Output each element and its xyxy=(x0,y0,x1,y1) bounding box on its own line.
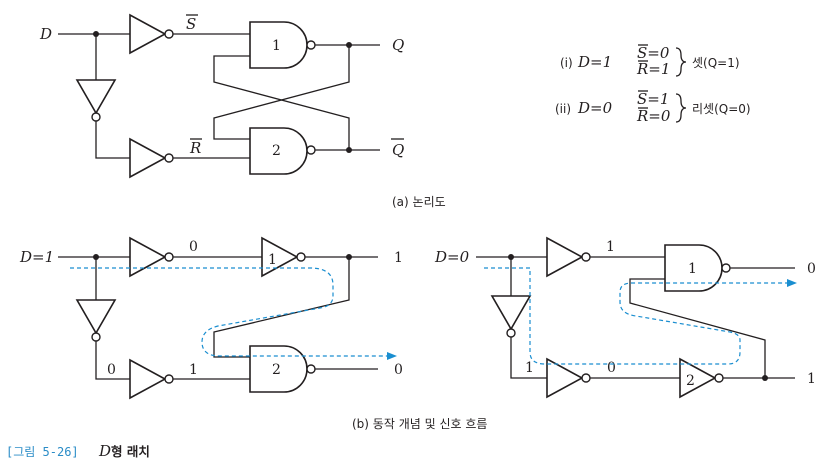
a-lower-inverter-bubble xyxy=(164,153,174,163)
a-lower-inverter xyxy=(129,137,167,179)
a-nand-gate-1-bubble xyxy=(306,40,316,50)
a-vertical-inverter-out-wire xyxy=(95,121,130,159)
a-upper-inverter xyxy=(129,13,167,55)
panel-b-right-diagram: D=0 1 1 0 1 0 2 1 xyxy=(434,236,816,399)
note-2-s-value: S=1 xyxy=(637,90,669,108)
b-left-lower-inverter-bubble xyxy=(164,374,174,384)
a-feedback-qbar-to-gate1 xyxy=(213,55,350,150)
b-right-upper-inverter xyxy=(546,236,584,278)
note-2-condition: D=0 xyxy=(577,99,613,117)
b-right-nand-gate-1-label: 1 xyxy=(688,261,697,277)
caption-b: (b) 동작 개념 및 신호 흐름 xyxy=(352,417,487,431)
b-right-vertical-inverter xyxy=(490,295,532,331)
a-s-bar-label: S xyxy=(186,15,196,33)
figure-number: [그림 5-26] xyxy=(6,445,79,459)
b-left-vertical-inverter-bubble xyxy=(91,332,101,342)
b-left-input-label: D=1 xyxy=(19,248,54,266)
a-feedback-q-to-gate2 xyxy=(213,45,350,140)
a-nand-gate-2 xyxy=(249,127,308,175)
note-1-result: 셋(Q=1) xyxy=(692,56,740,70)
note-1-brace xyxy=(675,47,687,77)
a-vertical-inverter xyxy=(75,79,117,115)
b-right-lower-inv-in-value: 1 xyxy=(525,360,534,376)
b-right-gate-2 xyxy=(679,357,717,399)
note-1-s-value: S=0 xyxy=(637,44,670,62)
note-1-condition: D=1 xyxy=(577,53,612,71)
b-right-upper-inverter-bubble xyxy=(581,252,591,262)
b-right-vertical-inverter-bubble xyxy=(506,328,516,338)
b-right-upper-inv-out-value: 1 xyxy=(606,239,615,255)
b-left-lower-inv-out-value: 1 xyxy=(189,362,198,378)
b-right-input-label: D=0 xyxy=(434,248,470,266)
b-left-signal-flow-path xyxy=(70,267,388,357)
b-left-upper-inverter xyxy=(129,236,167,278)
a-qbar-label: Q xyxy=(392,141,404,159)
b-right-lower-inverter-bubble xyxy=(581,373,591,383)
b-left-lower-inverter xyxy=(129,358,167,400)
panel-a-notes: (i) D=1 S=0 R=1 셋(Q=1) (ii) D=0 S=1 R=0 … xyxy=(555,44,751,125)
figure-title: [그림 5-26] D 형 래치 xyxy=(6,442,150,460)
a-vertical-inverter-bubble xyxy=(91,112,101,122)
b-right-out-top: 0 xyxy=(807,261,816,277)
b-right-out-bottom: 1 xyxy=(807,371,816,387)
figure-title-text: 형 래치 xyxy=(111,444,150,459)
b-left-upper-inv-out-value: 0 xyxy=(189,239,198,255)
note-2-case: (ii) xyxy=(555,102,571,116)
a-nand-gate-1-label: 1 xyxy=(272,38,281,54)
b-left-nand-gate-2-bubble xyxy=(306,364,316,374)
b-left-nand-gate-2-label: 2 xyxy=(272,362,281,378)
b-right-lower-inverter xyxy=(546,357,584,399)
note-2-result: 리셋(Q=0) xyxy=(692,102,751,116)
b-left-out-bottom: 0 xyxy=(394,362,403,378)
b-right-lower-inv-out-value: 0 xyxy=(607,360,616,376)
b-right-nand-gate-1-bubble xyxy=(721,263,731,273)
note-1-case: (i) xyxy=(560,56,573,70)
b-left-gate-1-label: 1 xyxy=(268,252,277,268)
b-left-upper-inverter-bubble xyxy=(164,252,174,262)
note-1-r-value: R=1 xyxy=(636,60,670,78)
note-2-r-value: R=0 xyxy=(636,107,671,125)
a-q-label: Q xyxy=(392,36,404,54)
b-left-out-top: 1 xyxy=(394,250,403,266)
a-input-label: D xyxy=(39,25,52,43)
a-nand-gate-2-bubble xyxy=(306,145,316,155)
b-right-signal-flow-path xyxy=(484,267,788,365)
b-right-gate-2-bubble xyxy=(714,373,724,383)
b-right-feedback-wire xyxy=(629,278,766,378)
b-left-lower-inv-in-value: 0 xyxy=(107,362,116,378)
b-right-gate-2-label: 2 xyxy=(686,373,695,389)
b-left-vertical-inverter xyxy=(75,299,117,335)
figure-title-var: D xyxy=(98,442,111,460)
b-left-gate-1-bubble xyxy=(296,252,306,262)
note-2-brace xyxy=(675,93,687,123)
panel-a-logic-diagram: D S R 1 Q 2 Q xyxy=(39,13,404,179)
caption-a: (a) 논리도 xyxy=(392,195,446,209)
a-r-bar-label: R xyxy=(189,139,201,157)
b-left-feedback-wire xyxy=(213,257,350,358)
a-nand-gate-2-label: 2 xyxy=(272,143,281,159)
b-left-vertical-inverter-out xyxy=(95,341,130,380)
b-right-vertical-inverter-out xyxy=(510,337,547,379)
panel-b-left-diagram: D=1 0 1 1 0 1 2 0 xyxy=(19,236,403,400)
b-left-signal-flow-arrow xyxy=(387,352,397,360)
b-right-signal-flow-arrow xyxy=(787,279,797,287)
b-left-gate-1 xyxy=(261,236,299,278)
a-upper-inverter-bubble xyxy=(164,29,174,39)
